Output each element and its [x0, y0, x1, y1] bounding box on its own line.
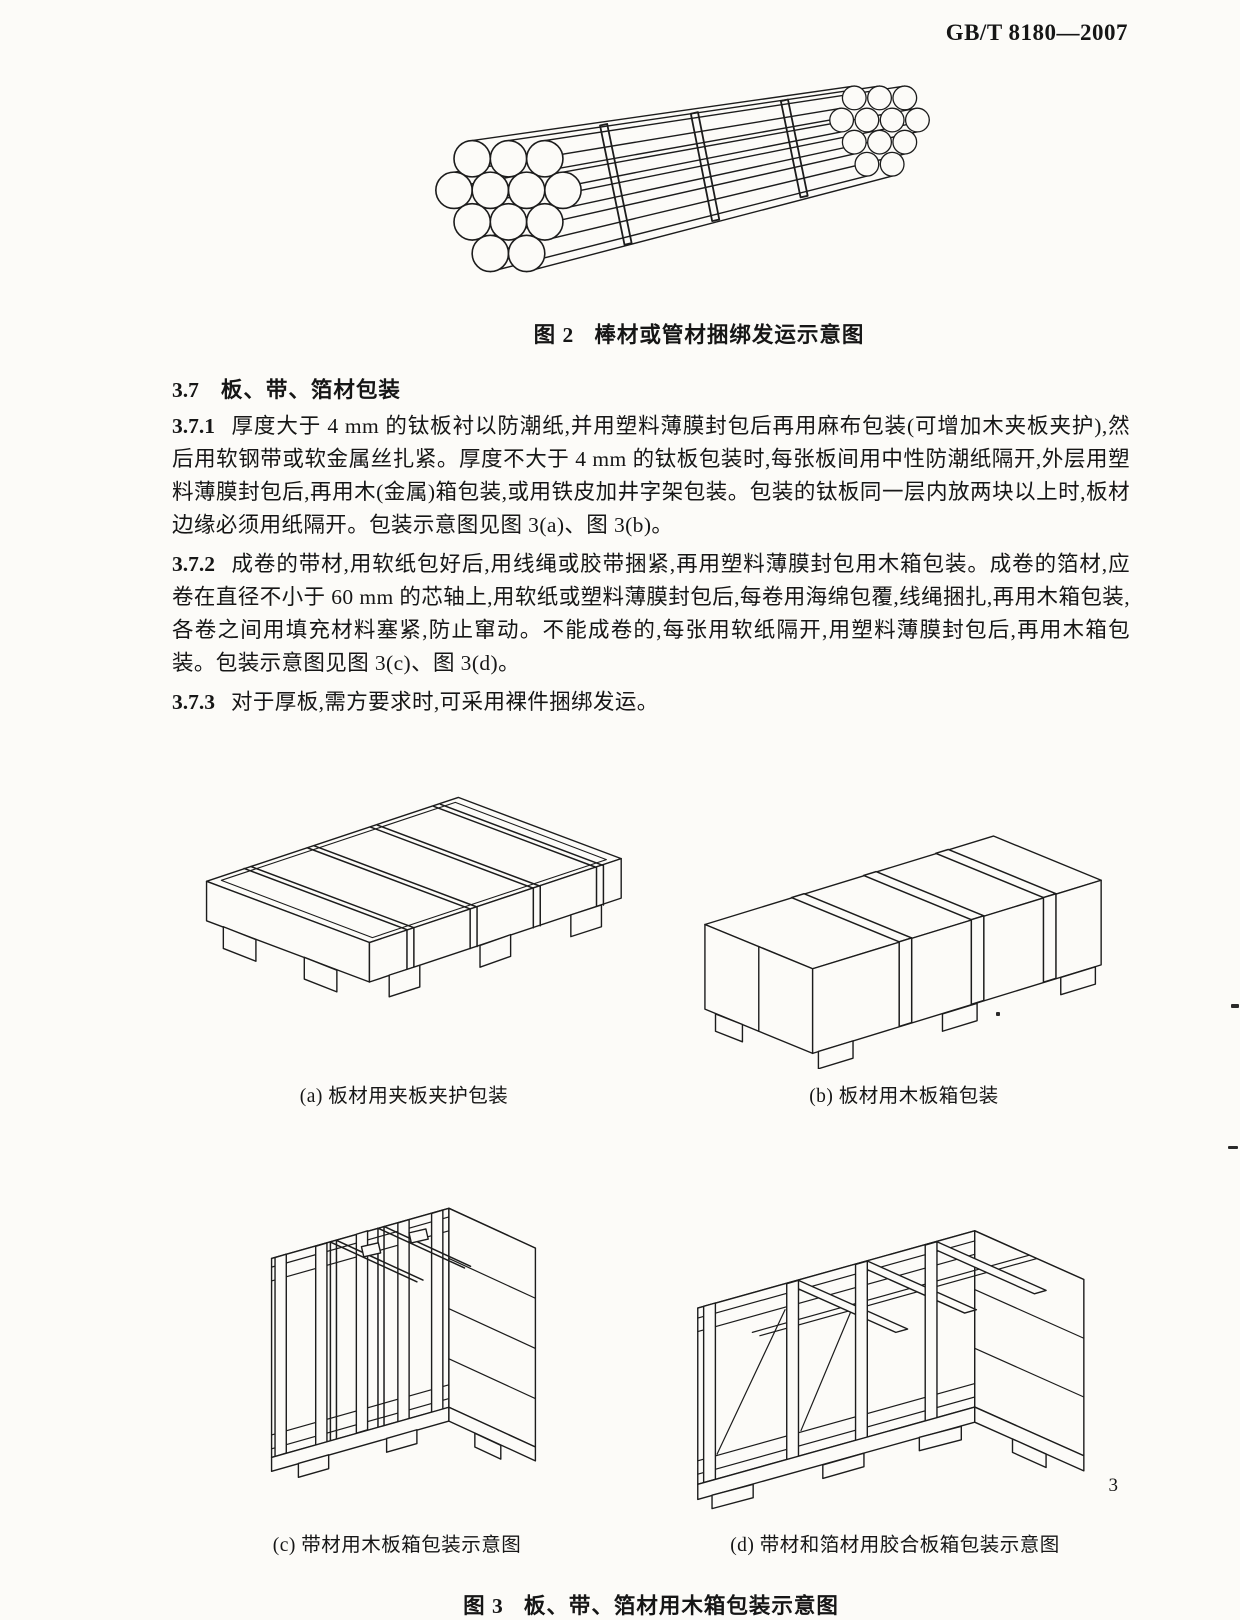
front-rails — [698, 1241, 975, 1474]
clause-number: 3.7.3 — [172, 690, 215, 714]
skid-runners — [272, 1407, 536, 1477]
figure3a-caption: (a) 板材用夹板夹护包装 — [299, 1086, 509, 1107]
section-title: 板、带、箔材包装 — [220, 378, 401, 402]
figure2-pipe-bundle-drawing — [379, 48, 979, 301]
standard-number: GB/T 8180—2007 — [945, 20, 1128, 45]
clause-text: 厚度大于 4 mm 的钛板衬以防潮纸,并用塑料薄膜封包后再用麻布包装(可增加木夹… — [172, 414, 1130, 537]
figure3-caption: 图 3 板、带、箔材用木箱包装示意图 — [172, 1589, 1130, 1620]
figure3-row-2: (c) 带材用木板箱包装示意图 — [172, 1146, 1130, 1557]
scan-artifact — [996, 1012, 1000, 1016]
batten-frames — [791, 849, 1055, 1026]
figure3c-crate-drawing — [224, 1146, 570, 1518]
figure3b-long-box-drawing — [678, 780, 1130, 1069]
strapping-bands — [600, 100, 808, 245]
pipe-front-ends — [436, 141, 581, 272]
pipe-length-lines — [436, 86, 929, 272]
skid-blocks — [716, 967, 1096, 1069]
section-heading-3-7: 3.7 板、带、箔材包装 — [172, 373, 1130, 404]
clause-number: 3.7.2 — [172, 552, 215, 576]
figure2-caption: 图 2 棒材或管材捆绑发运示意图 — [228, 318, 1130, 349]
clause-text: 对于厚板,需方要求时,可采用裸件捆绑发运。 — [231, 690, 659, 714]
figure2-title: 棒材或管材捆绑发运示意图 — [594, 323, 865, 347]
clause-3-7-3: 3.7.3 对于厚板,需方要求时,可采用裸件捆绑发运。 — [172, 686, 1130, 719]
lifting-loops — [361, 1229, 428, 1257]
figure3d-plywood-box-drawing — [660, 1182, 1130, 1518]
scan-artifact — [1228, 1146, 1238, 1149]
figure3-row-1: (a) 板材用夹板夹护包装 — [172, 743, 1130, 1108]
batten-frames — [704, 1242, 1046, 1483]
figure2-block: 图 2 棒材或管材捆绑发运示意图 — [172, 48, 1130, 349]
plate-pack-straps — [244, 804, 603, 969]
section-number: 3.7 — [172, 378, 199, 402]
pallet-skid-blocks — [223, 905, 601, 997]
clause-text: 成卷的带材,用软纸包好后,用线绳或胶带捆紧,再用塑料薄膜封包用木箱包装。成卷的箔… — [172, 552, 1130, 675]
side-boards — [449, 1258, 536, 1398]
figure3b-block: (b) 板材用木板箱包装 — [678, 780, 1130, 1108]
scan-artifact — [1231, 1004, 1239, 1008]
document-page: { "page": { "header": "GB/T 8180—2007", … — [172, 20, 1239, 1618]
figure3d-caption: (d) 带材和箔材用胶合板箱包装示意图 — [730, 1535, 1060, 1556]
figure3c-caption: (c) 带材用木板箱包装示意图 — [272, 1535, 522, 1556]
pipe-back-ends — [830, 86, 929, 176]
side-boards — [975, 1290, 1084, 1397]
front-battens — [275, 1210, 443, 1457]
figure3d-block: (d) 带材和箔材用胶合板箱包装示意图 — [660, 1182, 1130, 1557]
figure3a-plate-pack-drawing — [172, 743, 636, 1069]
skid-runners — [698, 1407, 1084, 1509]
clause-number: 3.7.1 — [172, 414, 215, 438]
cover-sheet-edge — [221, 802, 606, 937]
figure3-label: 图 3 — [463, 1594, 504, 1618]
figure3b-caption: (b) 板材用木板箱包装 — [809, 1086, 999, 1107]
figure3-title: 板、带、箔材用木箱包装示意图 — [523, 1594, 839, 1618]
girth-straps — [330, 1226, 470, 1441]
diagonal-braces — [717, 1306, 853, 1454]
figure3c-block: (c) 带材用木板箱包装示意图 — [224, 1146, 570, 1557]
figure2-label: 图 2 — [533, 323, 575, 347]
figure3a-block: (a) 板材用夹板夹护包装 — [172, 743, 636, 1108]
page-number: 3 — [1108, 1475, 1119, 1496]
